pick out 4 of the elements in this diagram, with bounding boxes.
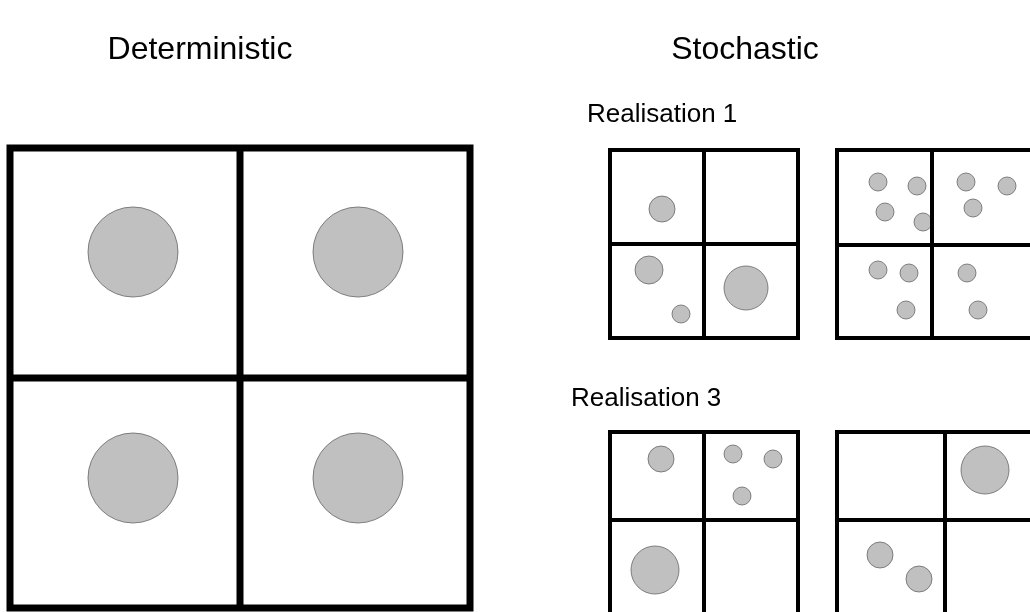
panel-label: Realisation 1 [587, 100, 738, 126]
column-heading: Stochastic [671, 32, 819, 64]
panel-label: Realisation 3 [571, 384, 722, 410]
column-heading: Deterministic [107, 32, 293, 64]
